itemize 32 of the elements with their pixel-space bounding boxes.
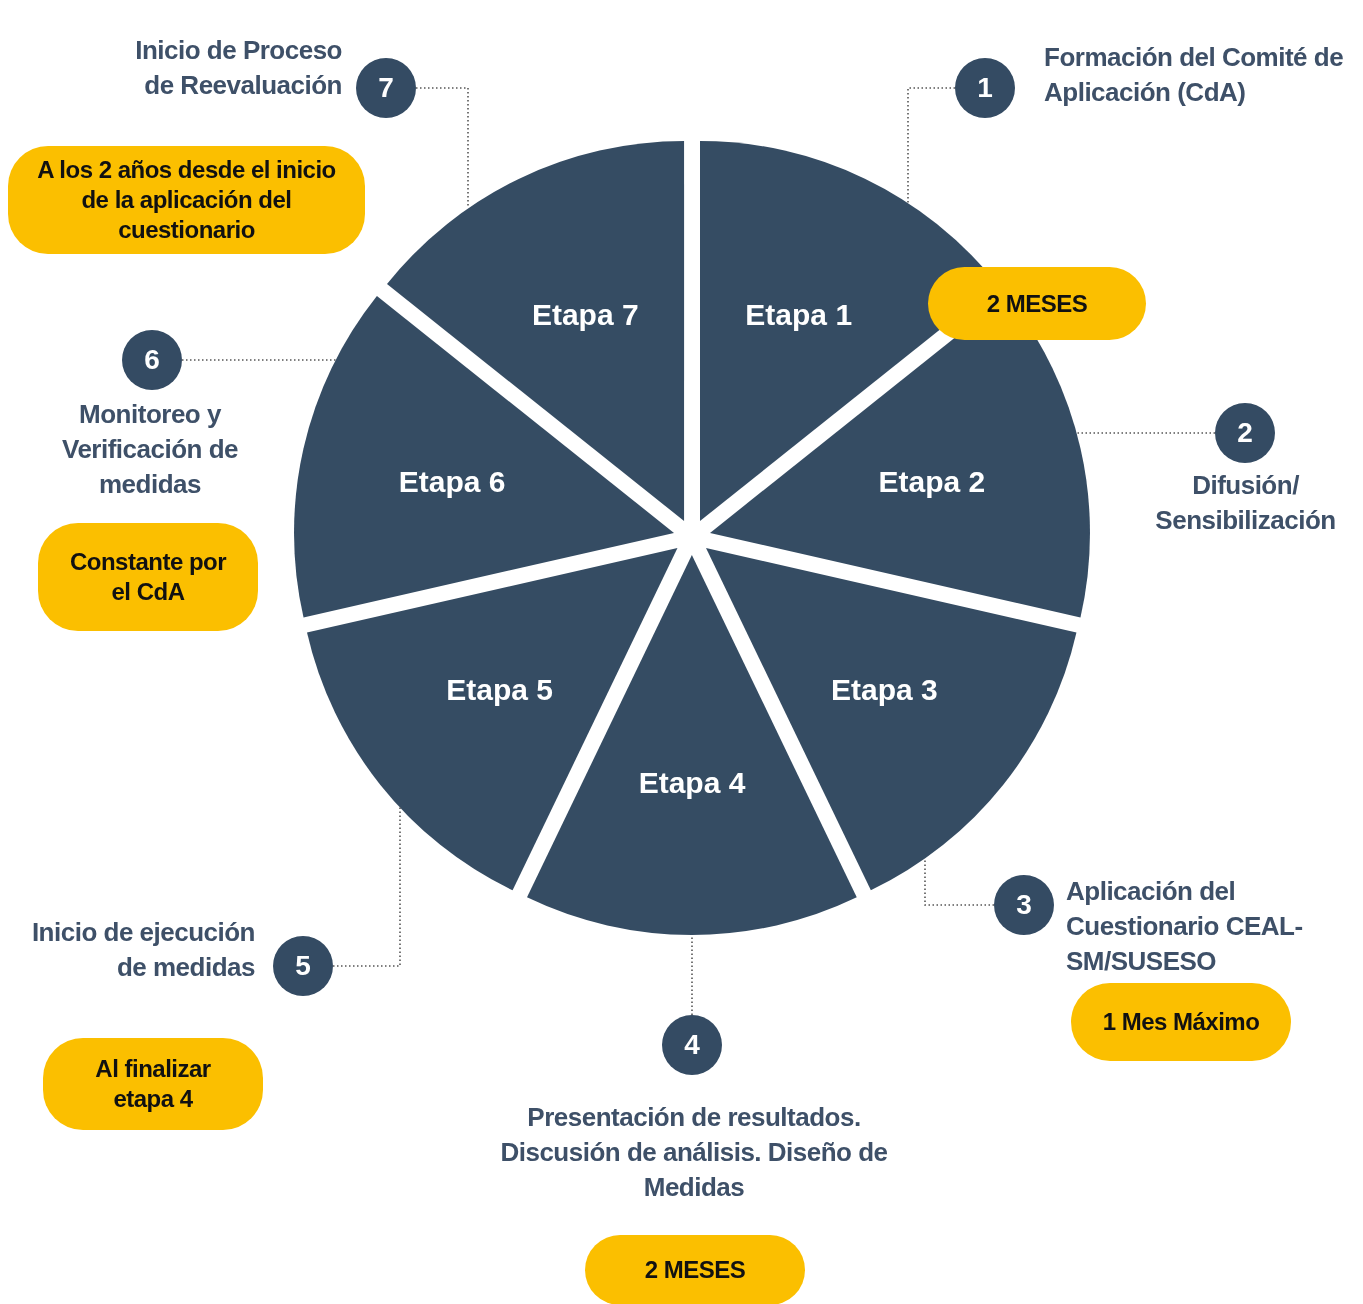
leader-line <box>332 806 401 967</box>
step-number: 3 <box>994 875 1054 935</box>
step-title: Inicio de ejecución de medidas <box>30 916 255 984</box>
leader-line <box>181 359 337 361</box>
step-title: Aplicación del Cuestionario CEAL-SM/SUSESO <box>1066 875 1304 978</box>
step-number: 1 <box>955 58 1015 118</box>
duration-tag: Constante por el CdA <box>38 523 258 631</box>
step-title: Monitoreo y Verificación de medidas <box>61 398 239 501</box>
duration-tag: A los 2 años desde el inicio de la aplicación del cuestionario <box>8 146 365 254</box>
stage-label: Etapa 2 <box>878 465 986 500</box>
duration-tag: Al finalizar etapa 4 <box>43 1038 263 1130</box>
step-number: 5 <box>273 936 333 996</box>
step-number: 2 <box>1215 403 1275 463</box>
duration-tag: 1 Mes Máximo <box>1071 983 1291 1061</box>
stage-label: Etapa 6 <box>398 465 506 500</box>
step-number: 4 <box>662 1015 722 1075</box>
stage-label: Etapa 5 <box>446 673 553 708</box>
duration-tag: 2 MESES <box>585 1235 805 1304</box>
leader-line <box>1075 432 1216 434</box>
stage-label: Etapa 4 <box>638 766 746 800</box>
stage-label: Etapa 7 <box>531 298 639 333</box>
stage-label: Etapa 1 <box>745 298 853 333</box>
leader-line <box>907 87 956 204</box>
leader-line <box>415 87 469 209</box>
duration-tag: 2 MESES <box>928 267 1146 340</box>
step-number: 6 <box>122 330 182 390</box>
step-title: Presentación de resultados. Discusión de análisis. Diseño de Medidas <box>499 1101 889 1204</box>
step-title: Inicio de Proceso de Reevaluación <box>134 34 342 102</box>
step-title: Difusión/ Sensibilización <box>1154 469 1337 537</box>
stage-label: Etapa 3 <box>830 673 938 708</box>
step-title: Formación del Comité de Aplicación (CdA) <box>1044 41 1345 109</box>
step-number: 7 <box>356 58 416 118</box>
